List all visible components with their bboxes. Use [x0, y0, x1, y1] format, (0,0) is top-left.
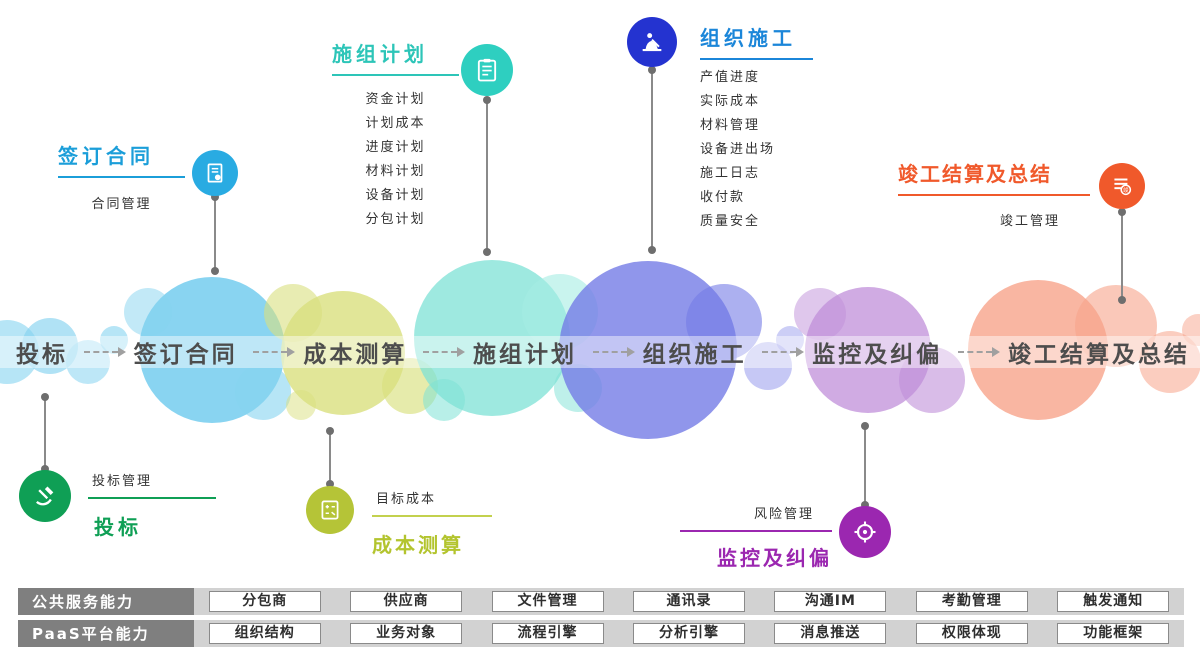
capability-box: 功能框架 — [1057, 623, 1170, 644]
capability-row-public-services: 公共服务能力 分包商 供应商 文件管理 通讯录 沟通IM 考勤管理 触发通知 — [18, 588, 1184, 615]
callout-completion: 竣工结算及总结 竣工管理 — [898, 158, 1090, 229]
callout-construction-plan: 施组计划 资金计划 计划成本 进度计划 材料计划 设备计划 分包计划 — [332, 38, 459, 232]
callout-subtitle: 合同管理 — [91, 197, 152, 212]
timeline-stage-bidding: 投标 — [16, 342, 68, 368]
callout-item: 材料管理 — [700, 118, 761, 133]
decor-bubble — [1182, 314, 1200, 346]
callout-cost-estimation: 目标成本 成本测算 — [372, 488, 492, 558]
capability-row-paas-platform: PaaS平台能力 组织结构 业务对象 流程引擎 分析引擎 消息推送 权限体现 功… — [18, 620, 1184, 647]
callout-item-list: 产值进度 实际成本 材料管理 设备进出场 施工日志 收付款 质量安全 — [700, 66, 813, 234]
capability-box: 组织结构 — [208, 623, 321, 644]
capability-row-header: PaaS平台能力 — [18, 620, 194, 647]
flow-arrow — [423, 347, 466, 357]
callout-title: 组织施工 — [700, 22, 813, 60]
clipboard-plan-icon — [461, 44, 513, 96]
decor-bubble — [423, 379, 465, 421]
timeline-stage-sign-contract: 签订合同 — [133, 342, 238, 368]
timeline-stage-construction-plan: 施组计划 — [472, 342, 577, 368]
callout-title: 投标 — [94, 515, 142, 539]
contract-document-icon — [192, 150, 238, 196]
callout-title: 施组计划 — [332, 38, 459, 76]
callout-item: 资金计划 — [365, 92, 426, 107]
timeline-stage-cost-estimation: 成本测算 — [303, 342, 408, 368]
calculator-icon — [306, 486, 354, 534]
callout-item: 实际成本 — [700, 94, 761, 109]
flow-arrow — [958, 347, 1001, 357]
flow-arrow — [253, 347, 296, 357]
construction-worker-icon — [627, 17, 677, 67]
callout-title: 竣工结算及总结 — [898, 158, 1090, 196]
capability-box: 触发通知 — [1057, 591, 1170, 612]
callout-title: 签订合同 — [58, 140, 185, 178]
callout-subtitle: 风险管理 — [753, 507, 814, 522]
callout-item: 施工日志 — [700, 166, 761, 181]
flow-arrow — [83, 347, 126, 357]
timeline-stage-organize-construction: 组织施工 — [642, 342, 747, 368]
main-flow-timeline: 投标 签订合同 成本测算 施组计划 组织施工 监控及纠偏 竣工结算及总结 — [16, 334, 1190, 370]
decor-bubble — [124, 288, 172, 336]
callout-title: 监控及纠偏 — [717, 546, 832, 570]
callout-subtitle: 竣工管理 — [999, 214, 1060, 229]
callout-rule — [88, 497, 216, 499]
decor-bubble — [264, 284, 322, 342]
connector-line — [1121, 212, 1123, 300]
decor-bubble — [794, 288, 846, 340]
capability-box: 消息推送 — [774, 623, 887, 644]
callout-subtitle: 投标管理 — [92, 474, 153, 489]
capability-box: 分析引擎 — [632, 623, 745, 644]
capability-items: 分包商 供应商 文件管理 通讯录 沟通IM 考勤管理 触发通知 — [194, 588, 1184, 615]
callout-item: 分包计划 — [365, 212, 426, 227]
callout-item: 设备进出场 — [700, 142, 776, 157]
callout-bidding: 投标管理 投标 — [88, 470, 216, 540]
callout-item: 质量安全 — [700, 214, 761, 229]
callout-item-list: 资金计划 计划成本 进度计划 材料计划 设备计划 分包计划 — [332, 88, 459, 232]
capability-box: 分包商 — [208, 591, 321, 612]
decor-bubble — [744, 342, 792, 390]
capability-box: 考勤管理 — [915, 591, 1028, 612]
connector-line — [651, 70, 653, 250]
decor-bubble — [686, 284, 762, 360]
callout-organize-construction: 组织施工 产值进度 实际成本 材料管理 设备进出场 施工日志 收付款 质量安全 — [700, 22, 813, 234]
svg-text:竣: 竣 — [1123, 186, 1129, 194]
callout-rule — [372, 515, 492, 517]
callout-subtitle: 目标成本 — [376, 492, 437, 507]
capability-box: 流程引擎 — [491, 623, 604, 644]
connector-line — [44, 397, 46, 469]
connector-line — [214, 197, 216, 271]
callout-item: 设备计划 — [365, 188, 426, 203]
decor-bubble — [899, 347, 965, 413]
callout-item: 计划成本 — [365, 116, 426, 131]
callout-item: 收付款 — [700, 190, 746, 205]
decor-bubble — [286, 390, 316, 420]
capability-box: 文件管理 — [491, 591, 604, 612]
callout-item: 进度计划 — [365, 140, 426, 155]
flow-arrow — [762, 347, 805, 357]
capability-box: 业务对象 — [350, 623, 463, 644]
capability-row-header: 公共服务能力 — [18, 588, 194, 615]
timeline-stage-monitoring: 监控及纠偏 — [812, 342, 943, 368]
flow-arrow — [592, 347, 635, 357]
decor-bubble — [235, 364, 291, 420]
connector-line — [486, 100, 488, 252]
callout-title: 成本测算 — [372, 533, 464, 557]
capability-box: 供应商 — [350, 591, 463, 612]
capability-items: 组织结构 业务对象 流程引擎 分析引擎 消息推送 权限体现 功能框架 — [194, 620, 1184, 647]
connector-line — [864, 426, 866, 505]
connector-line — [329, 431, 331, 484]
capability-box: 权限体现 — [915, 623, 1028, 644]
callout-monitoring: 风险管理 监控及纠偏 — [680, 503, 832, 571]
callout-rule — [680, 530, 832, 532]
capability-box: 通讯录 — [632, 591, 745, 612]
capability-box: 沟通IM — [774, 591, 887, 612]
completion-document-icon: 竣 — [1099, 163, 1145, 209]
bid-hand-icon — [19, 470, 71, 522]
callout-item: 产值进度 — [700, 70, 761, 85]
callout-sign-contract: 签订合同 合同管理 — [58, 140, 185, 212]
target-monitor-icon — [839, 506, 891, 558]
timeline-stage-completion: 竣工结算及总结 — [1007, 342, 1190, 368]
callout-item: 材料计划 — [365, 164, 426, 179]
